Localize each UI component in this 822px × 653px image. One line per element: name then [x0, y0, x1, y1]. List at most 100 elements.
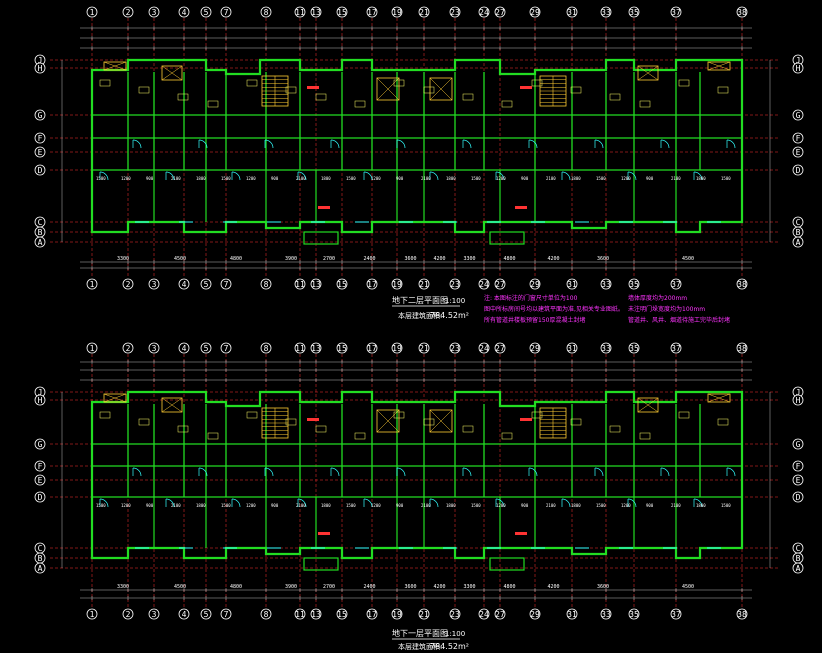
column-axis-bubble: 2: [122, 6, 134, 18]
door-swing: [264, 139, 274, 149]
axis-bubble-circle: [148, 608, 160, 620]
axis-label: 3: [152, 8, 157, 17]
room-dimension-text: 2100: [671, 176, 681, 181]
dimension-value: 3600: [404, 584, 416, 590]
axis-bubble-circle: [792, 394, 804, 406]
room-dimension-text: 1200: [496, 503, 506, 508]
axis-label: 37: [671, 610, 681, 619]
axis-label: H: [38, 396, 43, 405]
axis-bubble-circle: [86, 342, 98, 354]
fixture: [609, 93, 621, 101]
axis-label: 1: [90, 610, 95, 619]
column-axis-bubble: 38: [736, 342, 748, 354]
axis-label: 1: [90, 280, 95, 289]
door-swing: [297, 498, 307, 508]
axis-label: 33: [601, 610, 611, 619]
dimension-value: 3300: [117, 256, 129, 262]
column-axis-bubble: 11: [294, 6, 306, 18]
door-swing: [363, 171, 373, 181]
fixture: [531, 79, 543, 87]
door-swing: [330, 139, 340, 149]
axis-label: 21: [419, 280, 429, 289]
room-dimension-text: 1800: [446, 176, 456, 181]
axis-label: 11: [295, 610, 305, 619]
fixture: [717, 86, 729, 94]
walls: [90, 58, 744, 571]
axis-bubble-circle: [366, 278, 378, 290]
dimension-value: 3300: [117, 584, 129, 590]
room-dimension-text: 1200: [121, 176, 131, 181]
axis-bubble-circle: [792, 109, 804, 121]
axis-bubble-circle: [86, 608, 98, 620]
axis-bubble-circle: [34, 460, 46, 472]
axis-label: C: [38, 544, 43, 553]
column-axis-bubble: 2: [122, 278, 134, 290]
door-swing: [363, 498, 373, 508]
axis-label: 7: [224, 280, 229, 289]
dimension-value: 4200: [433, 584, 445, 590]
column-axis-bubble: 13: [310, 278, 322, 290]
column-axis-bubble: 3: [148, 6, 160, 18]
exterior-wall: [90, 390, 744, 560]
axis-bubble-circle: [34, 394, 46, 406]
fixture: [99, 79, 111, 87]
axis-bubble-circle: [418, 6, 430, 18]
column-axis-bubble: 4: [178, 608, 190, 620]
axis-label: 7: [224, 8, 229, 17]
room-dimension-text: 2100: [171, 503, 181, 508]
room-tag: [515, 532, 527, 535]
door-swing: [561, 171, 571, 181]
room-dimension-text: 1800: [571, 176, 581, 181]
axis-bubble-circle: [391, 342, 403, 354]
door-swing: [429, 171, 439, 181]
column-axis-bubble: 11: [294, 278, 306, 290]
room-dimension-text: 1200: [121, 503, 131, 508]
axis-label: 21: [419, 8, 429, 17]
dimension-value: 4200: [547, 584, 559, 590]
row-axis-bubble: C: [34, 216, 46, 228]
column-axis-bubble: 35: [628, 278, 640, 290]
room-dimension-text: 900: [396, 176, 404, 181]
axis-bubble-circle: [418, 342, 430, 354]
axis-label: E: [796, 148, 801, 157]
axis-bubble-circle: [34, 438, 46, 450]
axis-bubble-circle: [478, 6, 490, 18]
row-axis-bubble: C: [34, 542, 46, 554]
room-dimension-text: 1500: [221, 176, 231, 181]
exterior-wall: [90, 58, 744, 234]
axis-label: 2: [126, 8, 131, 17]
row-axis-bubble: F: [34, 132, 46, 144]
axis-bubble-circle: [34, 562, 46, 574]
column-axis-bubble: 17: [366, 608, 378, 620]
fixture: [177, 425, 189, 433]
axis-label: 19: [392, 344, 402, 353]
column-axis-bubble: 33: [600, 608, 612, 620]
axis-label: F: [38, 462, 43, 471]
room-tag: [307, 418, 319, 421]
column-axis-bubble: 1: [86, 278, 98, 290]
room-dimension-text: 900: [146, 503, 154, 508]
axis-label: A: [38, 238, 43, 247]
shaft-cross: [103, 61, 127, 71]
shaft-box: [637, 397, 659, 413]
door-swing: [429, 498, 439, 508]
column-axis-bubble: 7: [220, 608, 232, 620]
area-label: 本层建筑面积:: [398, 642, 442, 651]
axis-label: 27: [495, 280, 505, 289]
axis-bubble-circle: [792, 438, 804, 450]
dimension-value: 4800: [503, 256, 515, 262]
column-axis-bubble: 38: [736, 608, 748, 620]
axis-label: 29: [530, 280, 540, 289]
axis-label: 11: [295, 280, 305, 289]
row-axis-bubble: B: [792, 226, 804, 238]
room-dimension-text: 900: [146, 176, 154, 181]
axis-label: 15: [337, 8, 347, 17]
axis-label: 24: [479, 344, 489, 353]
axis-label: 23: [450, 610, 460, 619]
axis-bubble-circle: [336, 342, 348, 354]
door-swing: [594, 467, 604, 477]
fixture: [393, 411, 405, 419]
column-axis-bubble: 7: [220, 6, 232, 18]
area-value: 784.52m²: [430, 311, 469, 320]
